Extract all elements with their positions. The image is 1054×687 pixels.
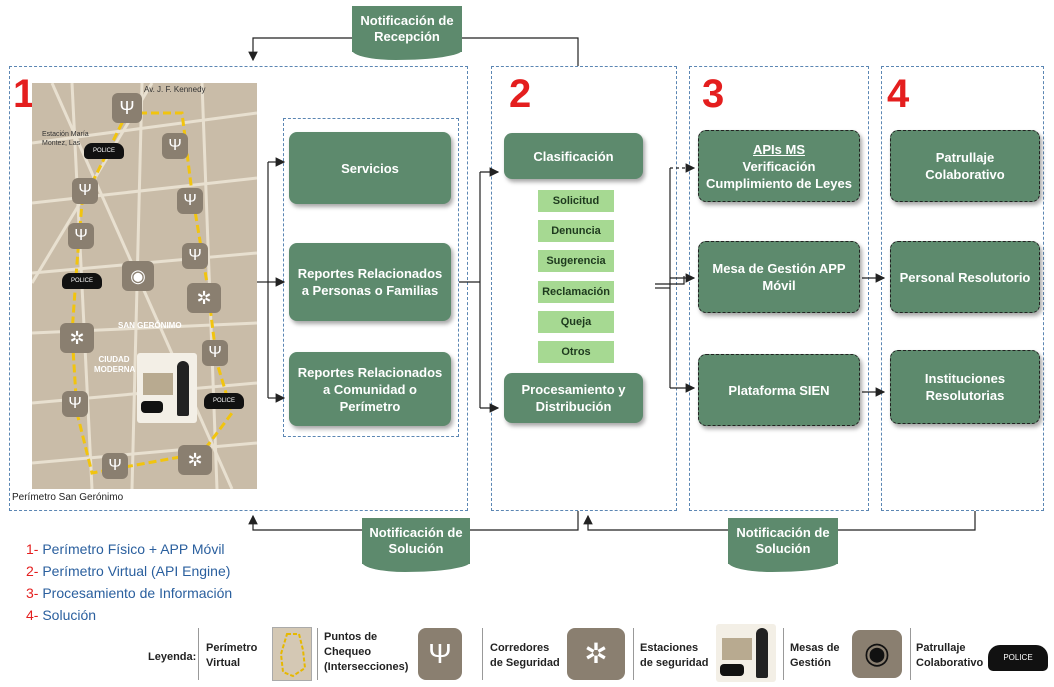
panel-number-1: 1 bbox=[13, 72, 36, 116]
checkpoint-icon: Ψ bbox=[202, 340, 228, 366]
map-caption: Perímetro San Gerónimo bbox=[12, 492, 124, 503]
legend-patrullaje-label: Patrullaje Colaborativo bbox=[916, 642, 984, 669]
map-label-ciudad: CIUDAD MODERNA bbox=[94, 355, 136, 374]
legend-corridor-icon: ✲ bbox=[567, 628, 625, 680]
security-corridor-icon: ✲ bbox=[178, 445, 212, 475]
management-desk-icon: ◉ bbox=[122, 261, 154, 291]
legend-list-item: 3- Procesamiento de Información bbox=[26, 585, 233, 601]
legend-title: Leyenda: bbox=[148, 651, 197, 663]
legend-divider bbox=[910, 628, 911, 680]
category-sugerencia: Sugerencia bbox=[538, 250, 614, 272]
apis-subtitle: Verificación Cumplimiento de Leyes bbox=[706, 158, 852, 191]
panel-number-4: 4 bbox=[887, 72, 910, 116]
category-denuncia: Denuncia bbox=[538, 220, 614, 242]
legend-corredores-label: Corredores de Seguridad bbox=[490, 642, 560, 669]
legend-police-car-icon: POLICE bbox=[988, 645, 1048, 671]
police-car-icon: POLICE bbox=[84, 143, 124, 159]
banner-notificacion-recepcion: Notificación de Recepción bbox=[352, 6, 462, 60]
police-car-icon: POLICE bbox=[62, 273, 102, 289]
category-queja: Queja bbox=[538, 311, 614, 333]
banner-notificacion-solucion-left: Notificación de Solución bbox=[362, 518, 470, 572]
legend-divider bbox=[783, 628, 784, 680]
box-apis-ms: APIs MS Verificación Cumplimiento de Ley… bbox=[698, 130, 860, 202]
box-clasificacion: Clasificación bbox=[504, 133, 643, 179]
panel-2 bbox=[491, 66, 677, 511]
legend-estaciones-label: Estaciones de seguridad bbox=[640, 642, 709, 669]
box-patrullaje-colaborativo: Patrullaje Colaborativo bbox=[890, 130, 1040, 202]
legend-mesas-label: Mesas de Gestión bbox=[790, 642, 840, 669]
legend-divider bbox=[198, 628, 199, 680]
legend-divider bbox=[317, 628, 318, 680]
legend-list-item: 1- Perímetro Físico + APP Móvil bbox=[26, 541, 225, 557]
box-personal-resolutorio: Personal Resolutorio bbox=[890, 241, 1040, 313]
legend-checkpoint-icon: Ψ bbox=[418, 628, 462, 680]
checkpoint-icon: Ψ bbox=[62, 391, 88, 417]
map-image: Av. J. F. Kennedy Estación María Montez,… bbox=[32, 83, 257, 489]
checkpoint-icon: Ψ bbox=[162, 133, 188, 159]
legend-management-desk-icon: ◉ bbox=[852, 630, 902, 678]
legend-list-item: 4- Solución bbox=[26, 607, 97, 623]
legend-list-item: 2- Perímetro Virtual (API Engine) bbox=[26, 563, 231, 579]
legend-perimetro-label: Perímetro Virtual bbox=[206, 642, 258, 669]
security-corridor-icon: ✲ bbox=[187, 283, 221, 313]
box-instituciones-resolutorias: Instituciones Resolutorias bbox=[890, 350, 1040, 424]
box-mesa-gestion: Mesa de Gestión APP Móvil bbox=[698, 241, 860, 313]
legend-divider bbox=[633, 628, 634, 680]
checkpoint-icon: Ψ bbox=[182, 243, 208, 269]
box-plataforma-sien: Plataforma SIEN bbox=[698, 354, 860, 426]
apis-title: APIs MS bbox=[752, 141, 805, 157]
legend-puntos-label: Puntos de Chequeo (Intersecciones) bbox=[324, 631, 409, 673]
box-reportes-comunidad: Reportes Relacionados a Comunidad o Perí… bbox=[289, 352, 451, 426]
box-reportes-personas: Reportes Relacionados a Personas o Famil… bbox=[289, 243, 451, 321]
panel-number-3: 3 bbox=[702, 72, 725, 116]
panel-1 bbox=[9, 66, 468, 511]
checkpoint-icon: Ψ bbox=[102, 453, 128, 479]
legend-perimetro-map-icon bbox=[272, 627, 312, 681]
box-procesamiento: Procesamiento y Distribución bbox=[504, 373, 643, 423]
panel-number-2: 2 bbox=[509, 72, 532, 116]
police-car-icon: POLICE bbox=[204, 393, 244, 409]
map-label-estacion: Estación María Montez, Las bbox=[42, 131, 89, 147]
legend-station-icon bbox=[716, 624, 776, 682]
map-label-san-geronimo: SAN GERÓNIMO bbox=[118, 321, 182, 330]
checkpoint-icon: Ψ bbox=[112, 93, 142, 123]
panel-3 bbox=[689, 66, 869, 511]
security-corridor-icon: ✲ bbox=[60, 323, 94, 353]
security-station-icon bbox=[137, 353, 197, 423]
category-reclamacion: Reclamación bbox=[538, 281, 614, 303]
legend-list: 1- Perímetro Físico + APP Móvil 2- Perím… bbox=[26, 538, 232, 626]
legend-divider bbox=[482, 628, 483, 680]
banner-notificacion-solucion-right: Notificación de Solución bbox=[728, 518, 838, 572]
checkpoint-icon: Ψ bbox=[72, 178, 98, 204]
checkpoint-icon: Ψ bbox=[68, 223, 94, 249]
map-label-kennedy: Av. J. F. Kennedy bbox=[144, 85, 206, 94]
checkpoint-icon: Ψ bbox=[177, 188, 203, 214]
box-servicios: Servicios bbox=[289, 132, 451, 204]
panel-4 bbox=[881, 66, 1044, 511]
category-solicitud: Solicitud bbox=[538, 190, 614, 212]
category-otros: Otros bbox=[538, 341, 614, 363]
